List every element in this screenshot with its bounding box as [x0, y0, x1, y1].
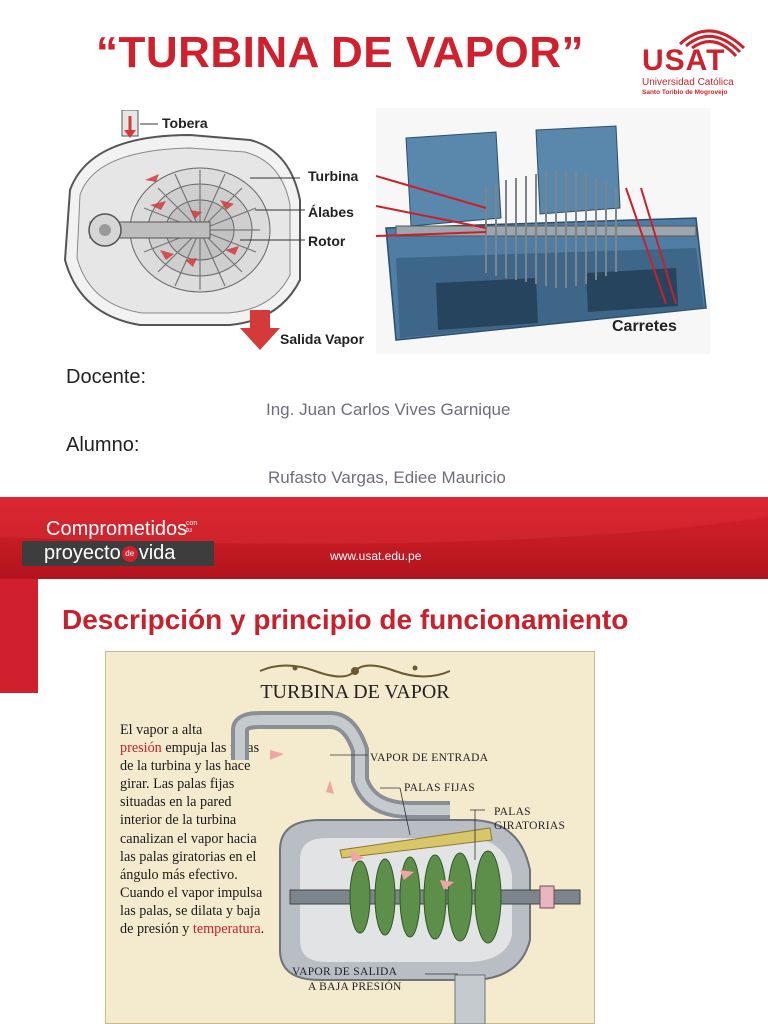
website-url[interactable]: www.usat.edu.pe	[330, 549, 422, 563]
label-carretes: Carretes	[612, 318, 677, 335]
parchment-title: TURBINA DE VAPOR	[260, 681, 450, 703]
accent-strip	[0, 579, 38, 693]
label-alabes: Álabes	[308, 204, 354, 220]
slogan-box	[22, 541, 214, 566]
label-baja-presion: A BAJA PRESIÓN	[308, 981, 402, 993]
label-palas-fijas: PALAS FIJAS	[404, 782, 475, 794]
label-vapor-salida: VAPOR DE SALIDA	[292, 966, 398, 978]
usat-logo-arcs	[678, 29, 746, 58]
alumno-label: Alumno:	[66, 434, 140, 456]
slogan-proyecto: proyecto	[44, 542, 121, 564]
turbine-cross-section-diagram	[231, 711, 581, 1024]
slogan-comprometidos: Comprometidos	[46, 518, 188, 540]
label-tobera: Tobera	[162, 115, 208, 131]
docente-name: Ing. Juan Carlos Vives Garnique	[266, 400, 511, 419]
desc-part-3: .	[260, 921, 265, 938]
label-giratorias: GIRATORIAS	[494, 820, 566, 832]
desc-part-1: El vapor a alta	[120, 722, 203, 738]
ornament-icon	[259, 664, 451, 678]
slogan-vida: vida	[138, 542, 176, 564]
label-turbina: Turbina	[308, 168, 359, 184]
slogan-de-badge: de	[121, 545, 138, 562]
slogan-con-tu: con tu	[186, 520, 197, 534]
slogan-tu: tu	[186, 527, 192, 534]
label-rotor: Rotor	[308, 233, 346, 249]
alumno-name: Rufasto Vargas, Ediee Mauricio	[268, 468, 506, 487]
footer-band-shading	[0, 497, 768, 544]
logo-subtitle: Universidad Católica	[642, 77, 734, 88]
industrial-steam-turbine-photo	[376, 108, 710, 354]
section-title: Descripción y principio de funcionamient…	[62, 604, 629, 635]
logo-subtitle-2: Santo Toribio de Mogrovejo	[642, 89, 728, 96]
slide-title: “TURBINA DE VAPOR”	[95, 28, 585, 77]
turbine-cutaway-illustration	[50, 110, 375, 353]
logo-name: USAT	[642, 44, 726, 77]
label-palas: PALAS	[494, 806, 531, 818]
slogan-con: con	[186, 520, 198, 527]
desc-part-2: empuja las palas de la turbina y las hac…	[120, 740, 263, 938]
label-vapor-entrada: VAPOR DE ENTRADA	[370, 752, 489, 764]
label-salida-vapor: Salida Vapor	[280, 331, 365, 347]
desc-presion: presión	[120, 740, 162, 757]
parchment-description: El vapor a alta presión empuja las palas…	[120, 721, 270, 938]
desc-temperatura: temperatura	[192, 921, 261, 938]
docente-label: Docente:	[66, 366, 147, 388]
